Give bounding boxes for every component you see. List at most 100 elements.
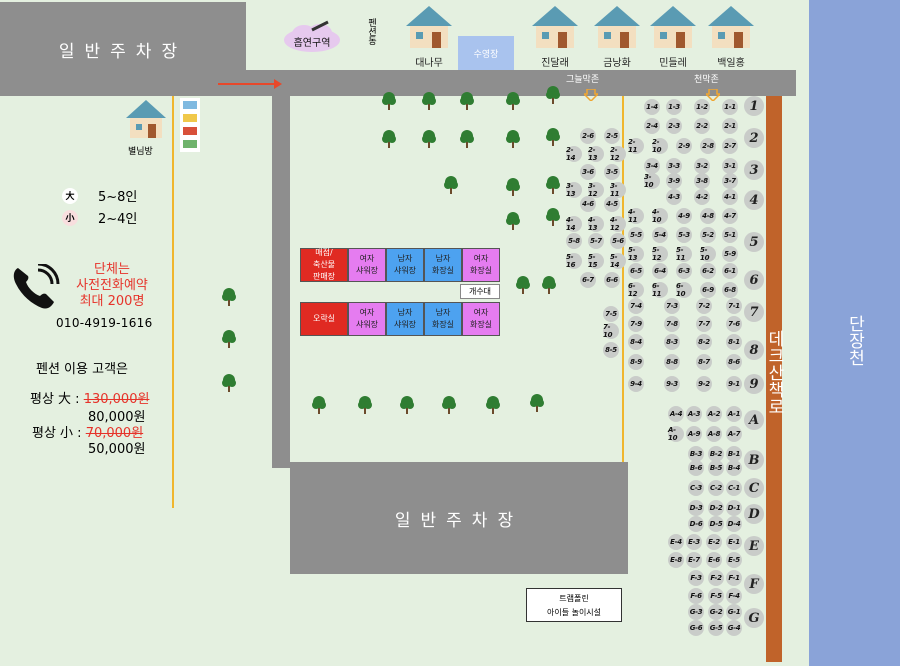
campsite-marker[interactable]: 8-1: [726, 334, 742, 350]
campsite-marker[interactable]: B-1: [726, 446, 742, 462]
campsite-marker[interactable]: 7-8: [664, 316, 680, 332]
campsite-marker[interactable]: D-3: [688, 500, 704, 516]
campsite-marker[interactable]: 2-14: [566, 146, 582, 162]
campsite-marker[interactable]: 8-5: [603, 342, 619, 358]
campsite-marker[interactable]: B-6: [688, 460, 704, 476]
campsite-marker[interactable]: F-4: [726, 588, 742, 604]
campsite-marker[interactable]: B-4: [726, 460, 742, 476]
campsite-marker[interactable]: A-10: [668, 426, 684, 442]
campsite-marker[interactable]: 6-7: [580, 272, 596, 288]
campsite-marker[interactable]: 2-5: [604, 128, 620, 144]
campsite-marker[interactable]: D-5: [708, 516, 724, 532]
campsite-marker[interactable]: 2-7: [722, 138, 738, 154]
campsite-marker[interactable]: 5-9: [722, 246, 738, 262]
campsite-marker[interactable]: 1-4: [644, 99, 660, 115]
campsite-marker[interactable]: 7-6: [726, 316, 742, 332]
campsite-marker[interactable]: G-6: [688, 620, 704, 636]
campsite-marker[interactable]: D-4: [726, 516, 742, 532]
campsite-marker[interactable]: 8-6: [726, 354, 742, 370]
campsite-marker[interactable]: 9-3: [664, 376, 680, 392]
campsite-marker[interactable]: 6-8: [722, 282, 738, 298]
campsite-marker[interactable]: 3-6: [580, 164, 596, 180]
campsite-marker[interactable]: 6-3: [676, 263, 692, 279]
campsite-marker[interactable]: 3-11: [610, 182, 626, 198]
campsite-marker[interactable]: 4-3: [666, 189, 682, 205]
campsite-marker[interactable]: A-1: [726, 406, 742, 422]
campsite-marker[interactable]: 5-2: [700, 227, 716, 243]
campsite-marker[interactable]: 3-1: [722, 158, 738, 174]
campsite-marker[interactable]: 7-4: [628, 298, 644, 314]
campsite-marker[interactable]: E-6: [706, 552, 722, 568]
campsite-marker[interactable]: A-3: [686, 406, 702, 422]
campsite-marker[interactable]: F-5: [708, 588, 724, 604]
campsite-marker[interactable]: 3-7: [722, 173, 738, 189]
campsite-marker[interactable]: 8-9: [628, 354, 644, 370]
campsite-marker[interactable]: B-2: [708, 446, 724, 462]
campsite-marker[interactable]: E-3: [686, 534, 702, 550]
campsite-marker[interactable]: 1-2: [694, 99, 710, 115]
campsite-marker[interactable]: 8-3: [664, 334, 680, 350]
campsite-marker[interactable]: 5-15: [588, 253, 604, 269]
campsite-marker[interactable]: 1-1: [722, 99, 738, 115]
campsite-marker[interactable]: 6-9: [700, 282, 716, 298]
campsite-marker[interactable]: 3-10: [644, 173, 660, 189]
campsite-marker[interactable]: B-3: [688, 446, 704, 462]
campsite-marker[interactable]: G-1: [726, 604, 742, 620]
campsite-marker[interactable]: C-3: [688, 480, 704, 496]
campsite-marker[interactable]: 6-2: [700, 263, 716, 279]
campsite-marker[interactable]: 3-13: [566, 182, 582, 198]
campsite-marker[interactable]: 3-8: [694, 173, 710, 189]
campsite-marker[interactable]: 7-5: [603, 306, 619, 322]
campsite-marker[interactable]: 2-9: [676, 138, 692, 154]
campsite-marker[interactable]: 2-1: [722, 118, 738, 134]
campsite-marker[interactable]: E-7: [686, 552, 702, 568]
campsite-marker[interactable]: 6-12: [628, 282, 644, 298]
campsite-marker[interactable]: 2-8: [700, 138, 716, 154]
campsite-marker[interactable]: 3-9: [666, 173, 682, 189]
campsite-marker[interactable]: E-5: [726, 552, 742, 568]
campsite-marker[interactable]: 7-2: [696, 298, 712, 314]
campsite-marker[interactable]: 5-7: [588, 233, 604, 249]
campsite-marker[interactable]: 9-2: [696, 376, 712, 392]
campsite-marker[interactable]: F-3: [688, 570, 704, 586]
campsite-marker[interactable]: 4-14: [566, 216, 582, 232]
campsite-marker[interactable]: A-4: [668, 406, 684, 422]
campsite-marker[interactable]: 4-9: [676, 208, 692, 224]
campsite-marker[interactable]: 4-1: [722, 189, 738, 205]
campsite-marker[interactable]: F-6: [688, 588, 704, 604]
campsite-marker[interactable]: E-1: [726, 534, 742, 550]
campsite-marker[interactable]: E-8: [668, 552, 684, 568]
campsite-marker[interactable]: 4-11: [628, 208, 644, 224]
campsite-marker[interactable]: 4-10: [652, 208, 668, 224]
campsite-marker[interactable]: 9-1: [726, 376, 742, 392]
campsite-marker[interactable]: C-2: [708, 480, 724, 496]
campsite-marker[interactable]: 7-1: [726, 298, 742, 314]
campsite-marker[interactable]: 4-6: [580, 196, 596, 212]
campsite-marker[interactable]: 8-4: [628, 334, 644, 350]
campsite-marker[interactable]: 8-7: [696, 354, 712, 370]
campsite-marker[interactable]: G-5: [708, 620, 724, 636]
campsite-marker[interactable]: 3-2: [694, 158, 710, 174]
campsite-marker[interactable]: 6-10: [676, 282, 692, 298]
campsite-marker[interactable]: 4-13: [588, 216, 604, 232]
campsite-marker[interactable]: 5-10: [700, 246, 716, 262]
campsite-marker[interactable]: 2-6: [580, 128, 596, 144]
campsite-marker[interactable]: G-3: [688, 604, 704, 620]
campsite-marker[interactable]: 5-12: [652, 246, 668, 262]
campsite-marker[interactable]: F-1: [726, 570, 742, 586]
campsite-marker[interactable]: B-5: [708, 460, 724, 476]
campsite-marker[interactable]: 6-5: [628, 263, 644, 279]
campsite-marker[interactable]: 3-4: [644, 158, 660, 174]
campsite-marker[interactable]: 3-3: [666, 158, 682, 174]
campsite-marker[interactable]: 7-9: [628, 316, 644, 332]
campsite-marker[interactable]: D-1: [726, 500, 742, 516]
campsite-marker[interactable]: D-2: [708, 500, 724, 516]
campsite-marker[interactable]: 4-2: [694, 189, 710, 205]
campsite-marker[interactable]: G-2: [708, 604, 724, 620]
campsite-marker[interactable]: 2-11: [628, 138, 644, 154]
campsite-marker[interactable]: 2-10: [652, 138, 668, 154]
campsite-marker[interactable]: 2-4: [644, 118, 660, 134]
campsite-marker[interactable]: 1-3: [666, 99, 682, 115]
campsite-marker[interactable]: 5-8: [566, 233, 582, 249]
campsite-marker[interactable]: 4-8: [700, 208, 716, 224]
